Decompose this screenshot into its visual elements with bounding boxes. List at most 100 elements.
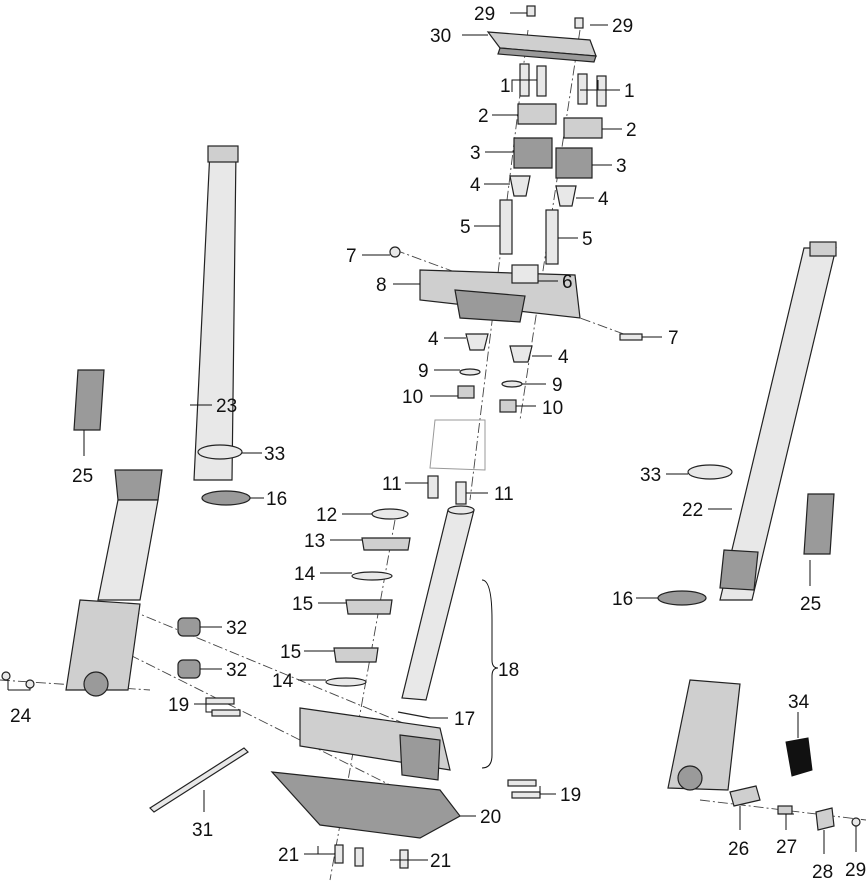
- bolt-part-7: [389, 246, 401, 258]
- callout-labels: 29 29 30 1 1 2 2 3 3 4 4 5 5 6 7 7 8 4 4…: [10, 4, 866, 881]
- label-24: 24: [10, 706, 32, 727]
- label-18: 18: [498, 660, 519, 681]
- label-25: 25: [800, 594, 821, 615]
- bolt-part-19: [205, 697, 235, 705]
- seal-part-16: [657, 590, 707, 606]
- label-4: 4: [598, 189, 609, 210]
- label-32: 32: [226, 660, 247, 681]
- seal-part-16: [201, 490, 251, 506]
- label-21: 21: [430, 851, 451, 872]
- label-31: 31: [192, 820, 213, 841]
- nut-part-10: [457, 385, 475, 399]
- clip-part-34: [785, 737, 813, 777]
- label-2: 2: [478, 106, 489, 127]
- label-15: 15: [280, 642, 301, 663]
- label-2: 2: [626, 120, 637, 141]
- reflector-part-25: [73, 369, 105, 431]
- top-cover-part-30: [486, 31, 597, 63]
- bolt-part-11: [427, 475, 439, 499]
- fork-leg-part-22: [667, 241, 837, 791]
- label-25: 25: [72, 466, 93, 487]
- sensor-part-28: [815, 807, 835, 831]
- rod-part-31: [149, 747, 249, 813]
- label-7: 7: [668, 328, 679, 349]
- label-16: 16: [266, 489, 287, 510]
- seal-part-14: [325, 677, 367, 687]
- label-34: 34: [788, 692, 810, 713]
- label-33: 33: [640, 465, 661, 486]
- ring-part-17: [397, 711, 431, 719]
- label-6: 6: [562, 272, 573, 293]
- label-11: 11: [382, 474, 402, 495]
- label-33: 33: [264, 444, 285, 465]
- label-21: 21: [278, 845, 299, 866]
- bolt-part-24: [1, 671, 11, 681]
- label-10: 10: [542, 398, 563, 419]
- label-14: 14: [272, 671, 294, 692]
- bolt-part-21: [354, 847, 364, 867]
- clamp-part-2: [517, 103, 603, 139]
- bolt-part-29: [851, 817, 861, 827]
- cap-part-32: [177, 659, 201, 679]
- label-26: 26: [728, 839, 749, 860]
- label-5: 5: [582, 229, 593, 250]
- steering-stem-part-18: [401, 505, 475, 701]
- label-4: 4: [470, 175, 481, 196]
- bracket-outline: [429, 419, 486, 471]
- bolt-part-19: [211, 709, 241, 717]
- axis-line: [129, 609, 421, 731]
- clamp-part-3: [513, 137, 593, 179]
- label-3: 3: [616, 156, 627, 177]
- label-5: 5: [460, 217, 471, 238]
- pin-part-5: [499, 199, 559, 265]
- cap-part-32: [177, 617, 201, 637]
- cover-part-20: [270, 771, 461, 839]
- label-29: 29: [474, 4, 495, 25]
- label-16: 16: [612, 589, 633, 610]
- label-1: 1: [500, 76, 511, 97]
- label-20: 20: [480, 807, 501, 828]
- label-19: 19: [168, 695, 189, 716]
- seal-part-14: [351, 571, 393, 581]
- bolt-part-19: [511, 791, 541, 799]
- nut-part-12: [371, 508, 409, 520]
- ring-part-33: [197, 444, 243, 460]
- bearing-part-15: [345, 599, 393, 615]
- label-8: 8: [376, 275, 387, 296]
- bolt-part-21: [399, 849, 409, 869]
- bearing-part-15: [333, 647, 379, 663]
- bolt-part-7: [619, 333, 643, 341]
- label-32: 32: [226, 618, 247, 639]
- label-29: 29: [612, 16, 633, 37]
- label-23: 23: [216, 396, 237, 417]
- lower-triple-clamp: [299, 707, 451, 781]
- label-9: 9: [552, 375, 563, 396]
- washer-part-9: [459, 368, 481, 376]
- label-12: 12: [316, 505, 337, 526]
- label-3: 3: [470, 143, 481, 164]
- label-17: 17: [454, 709, 475, 730]
- label-14: 14: [294, 564, 316, 585]
- label-30: 30: [430, 26, 451, 47]
- label-19: 19: [560, 785, 581, 806]
- bracket-part-26: [729, 785, 761, 807]
- triple-clamp-part-8: [419, 264, 581, 323]
- bolt-part-24: [25, 679, 35, 689]
- label-7: 7: [346, 246, 357, 267]
- label-27: 27: [776, 837, 797, 858]
- ring-part-33: [687, 464, 733, 480]
- label-29: 29: [845, 860, 866, 881]
- label-22: 22: [682, 500, 703, 521]
- part-27: [777, 805, 793, 815]
- washer-part-9: [501, 380, 523, 388]
- bracket-brace: [481, 579, 499, 769]
- leader-lines: [7, 12, 857, 861]
- label-4: 4: [428, 329, 439, 350]
- bolt-part-11: [455, 481, 467, 505]
- label-11: 11: [494, 484, 514, 505]
- fork-leg-part-23: [65, 145, 239, 697]
- washer-part-13: [361, 537, 411, 551]
- bushing-part-4: [509, 175, 577, 207]
- bolt-part-21: [334, 844, 344, 864]
